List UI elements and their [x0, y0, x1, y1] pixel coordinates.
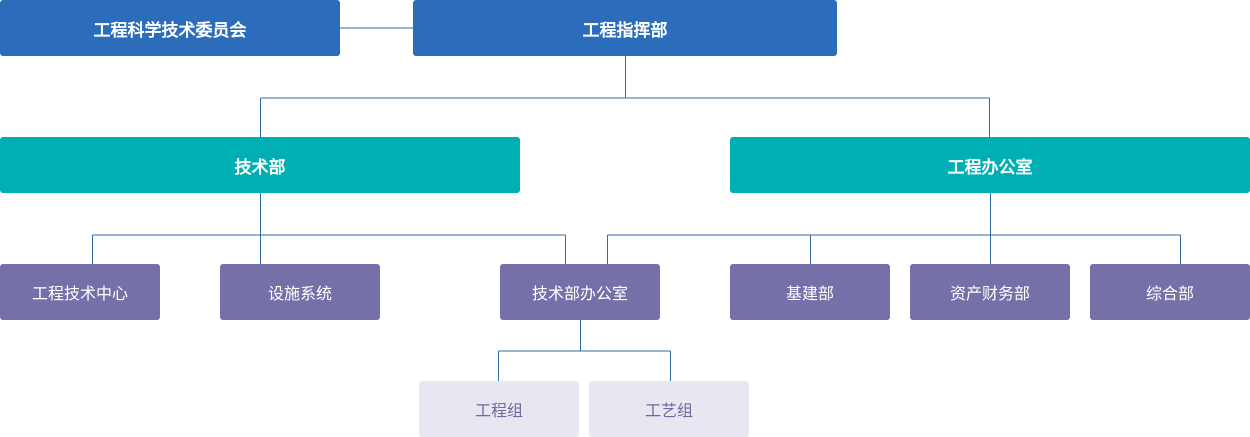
- node-engineering-group: 工程组: [419, 381, 579, 437]
- node-label: 综合部: [1145, 284, 1194, 303]
- node-label: 工程技术中心: [31, 284, 128, 303]
- node-label: 技术部: [234, 157, 286, 178]
- node-general-department: 综合部: [1090, 264, 1250, 320]
- node-construction-department: 基建部: [730, 264, 890, 320]
- node-label: 基建部: [785, 284, 834, 303]
- node-technical-dept-office: 技术部办公室: [500, 264, 660, 320]
- node-label: 工程科学技术委员会: [93, 20, 247, 41]
- node-process-group: 工艺组: [589, 381, 749, 437]
- node-engineering-science-committee: 工程科学技术委员会: [0, 0, 340, 56]
- node-label: 工艺组: [644, 401, 693, 420]
- node-label: 工程指挥部: [582, 20, 668, 41]
- node-facility-systems: 设施系统: [220, 264, 380, 320]
- node-label: 工程组: [474, 401, 523, 420]
- node-label: 技术部办公室: [531, 284, 628, 303]
- node-label: 设施系统: [267, 284, 332, 303]
- node-label: 资产财务部: [949, 284, 1030, 303]
- node-engineering-tech-center: 工程技术中心: [0, 264, 160, 320]
- node-engineering-command: 工程指挥部: [413, 0, 837, 56]
- node-asset-finance-department: 资产财务部: [910, 264, 1070, 320]
- node-label: 工程办公室: [947, 157, 1033, 178]
- node-technical-department: 技术部: [0, 137, 520, 193]
- node-engineering-office: 工程办公室: [730, 137, 1250, 193]
